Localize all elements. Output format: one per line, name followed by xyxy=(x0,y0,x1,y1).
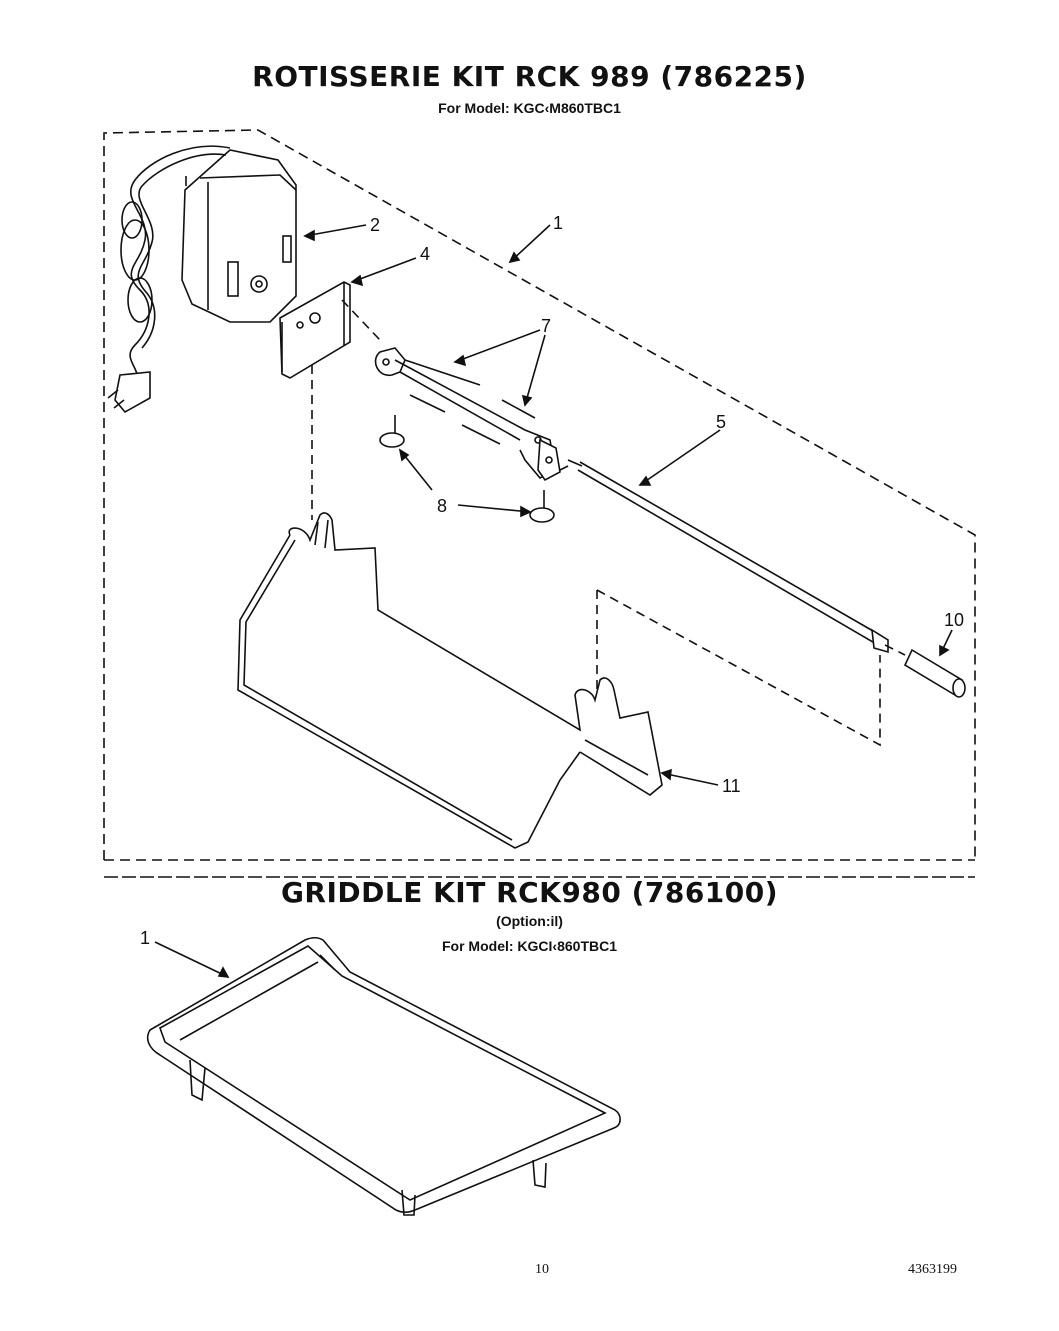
griddle-callout-1: 1 xyxy=(140,928,150,948)
griddle-kit-title: GRIDDLE KIT RCK980 (786100) xyxy=(280,876,779,909)
plug-icon xyxy=(107,371,151,414)
callout-7: 7 xyxy=(541,316,551,336)
screw-part-left xyxy=(379,415,405,448)
motor-part xyxy=(181,149,297,323)
rotisserie-kit-title: ROTISSERIE KIT RCK 989 (786225) xyxy=(252,60,807,93)
callout-1: 1 xyxy=(553,213,563,233)
document-number: 4363199 xyxy=(908,1262,957,1277)
handle-part xyxy=(903,648,966,698)
griddle-optional-label: (Option:il) xyxy=(496,913,563,929)
page-number: 10 xyxy=(535,1262,549,1277)
spit-clips-part xyxy=(374,347,561,482)
rotisserie-kit-boundary xyxy=(103,129,976,860)
power-cord xyxy=(120,145,231,386)
exploded-view-guides xyxy=(311,299,906,747)
wire-rack-part xyxy=(237,512,663,849)
callout-4: 4 xyxy=(420,244,430,264)
callout-leaders xyxy=(154,224,953,978)
griddle-pan-part xyxy=(146,936,621,1216)
bracket-part xyxy=(279,281,351,379)
rotisserie-model-label: For Model: KGC‹M860TBC1 xyxy=(438,100,621,116)
callout-8: 8 xyxy=(437,496,447,516)
callout-10: 10 xyxy=(944,610,964,630)
callout-2: 2 xyxy=(370,215,380,235)
griddle-model-label: For Model: KGCI‹860TBC1 xyxy=(441,938,617,954)
screw-part-right xyxy=(529,490,555,523)
callout-11: 11 xyxy=(722,776,741,796)
spit-rod-part xyxy=(567,459,889,654)
callout-5: 5 xyxy=(716,412,726,432)
